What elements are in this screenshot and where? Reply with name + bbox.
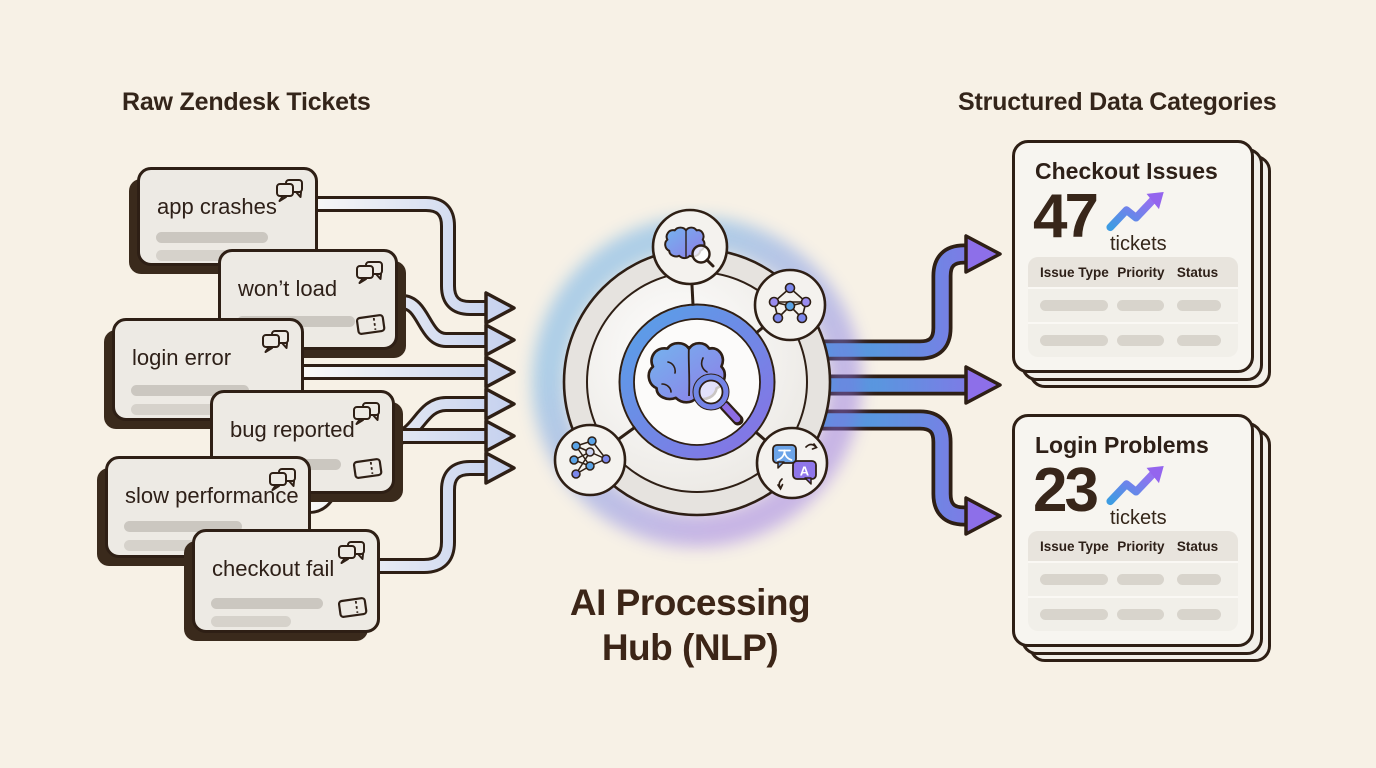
- cell-placeholder: [1117, 609, 1164, 620]
- graph-network-icon: [753, 268, 827, 342]
- ticket-label: app crashes: [157, 194, 277, 219]
- text-placeholder: [211, 616, 291, 627]
- brain-magnifier-icon: [647, 341, 744, 426]
- ticket-stub-icon: [354, 312, 387, 342]
- ticket-unit-label: tickets: [1109, 507, 1167, 529]
- chat-bubbles-icon: [261, 329, 291, 359]
- text-placeholder: [131, 385, 249, 396]
- text-placeholder: [131, 404, 229, 415]
- neural-network-icon: [553, 423, 627, 497]
- ticket-stub-icon: [351, 456, 384, 486]
- category-title: Login Problems: [1035, 432, 1209, 458]
- category-table: Issue Type Priority Status: [1028, 531, 1238, 631]
- cell-placeholder: [1040, 335, 1108, 346]
- column-header: Issue Type: [1040, 539, 1109, 554]
- cell-placeholder: [1176, 574, 1222, 585]
- column-header: Status: [1176, 539, 1219, 554]
- trend-up-icon: [1106, 191, 1164, 232]
- chat-bubbles-icon: [355, 260, 385, 290]
- column-header: Issue Type: [1040, 265, 1109, 280]
- ticket-label: login error: [132, 345, 232, 370]
- cell-placeholder: [1176, 609, 1222, 620]
- column-header: Status: [1176, 265, 1219, 280]
- left-section-heading: Raw Zendesk Tickets: [122, 88, 371, 116]
- category-card-checkout-issues: Checkout Issues 47 tickets: [1012, 140, 1271, 388]
- svg-text:A: A: [800, 464, 810, 479]
- ticket-count: 23: [1033, 456, 1099, 525]
- cell-placeholder: [1117, 574, 1164, 585]
- trend-up-icon: [1106, 465, 1164, 506]
- column-header: Priority: [1117, 265, 1165, 280]
- text-placeholder: [124, 521, 242, 532]
- hub-glow: [532, 217, 862, 547]
- chat-bubbles-icon: [337, 540, 367, 570]
- chat-bubbles-icon: [352, 401, 382, 431]
- ticket-label: checkout fail: [212, 556, 335, 581]
- hub-label: AI Processing Hub (NLP): [510, 580, 870, 670]
- ticket-label: slow performance: [125, 483, 299, 508]
- category-card-login-problems: Login Problems 23 tickets: [1012, 414, 1271, 662]
- cell-placeholder: [1117, 335, 1164, 346]
- translation-icon: A: [755, 426, 829, 500]
- chat-bubbles-icon: [268, 467, 298, 497]
- hub-label-line2: Hub (NLP): [601, 627, 779, 669]
- cell-placeholder: [1040, 574, 1108, 585]
- category-title: Checkout Issues: [1035, 158, 1218, 184]
- ticket-label: won’t load: [238, 276, 338, 301]
- table-row: [1028, 596, 1238, 631]
- cell-placeholder: [1040, 609, 1108, 620]
- cell-placeholder: [1176, 335, 1222, 346]
- right-section-heading: Structured Data Categories: [958, 88, 1277, 116]
- chat-bubbles-icon: [275, 178, 305, 208]
- cell-placeholder: [1176, 300, 1222, 311]
- cell-placeholder: [1117, 300, 1164, 311]
- table-row: [1028, 561, 1238, 596]
- ticket-label: bug reported: [230, 417, 355, 442]
- cell-placeholder: [1040, 300, 1108, 311]
- ticket-count: 47: [1033, 182, 1099, 251]
- category-card: Login Problems 23 tickets: [1012, 414, 1254, 647]
- ticket-card-checkout-fail: checkout fail: [192, 529, 380, 633]
- hub-to-category-arrows: [820, 234, 1002, 536]
- text-placeholder: [211, 598, 323, 609]
- text-placeholder: [156, 232, 268, 243]
- category-table: Issue Type Priority Status: [1028, 257, 1238, 357]
- ticket-stub-icon: [336, 595, 369, 625]
- brain-search-icon: [651, 208, 729, 286]
- table-row: [1028, 322, 1238, 357]
- column-header: Priority: [1117, 539, 1165, 554]
- category-card: Checkout Issues 47 tickets: [1012, 140, 1254, 373]
- ticket-unit-label: tickets: [1109, 233, 1167, 255]
- text-placeholder: [156, 250, 234, 261]
- hub-label-line1: AI Processing: [569, 582, 811, 623]
- table-row: [1028, 287, 1238, 322]
- text-placeholder: [124, 540, 206, 551]
